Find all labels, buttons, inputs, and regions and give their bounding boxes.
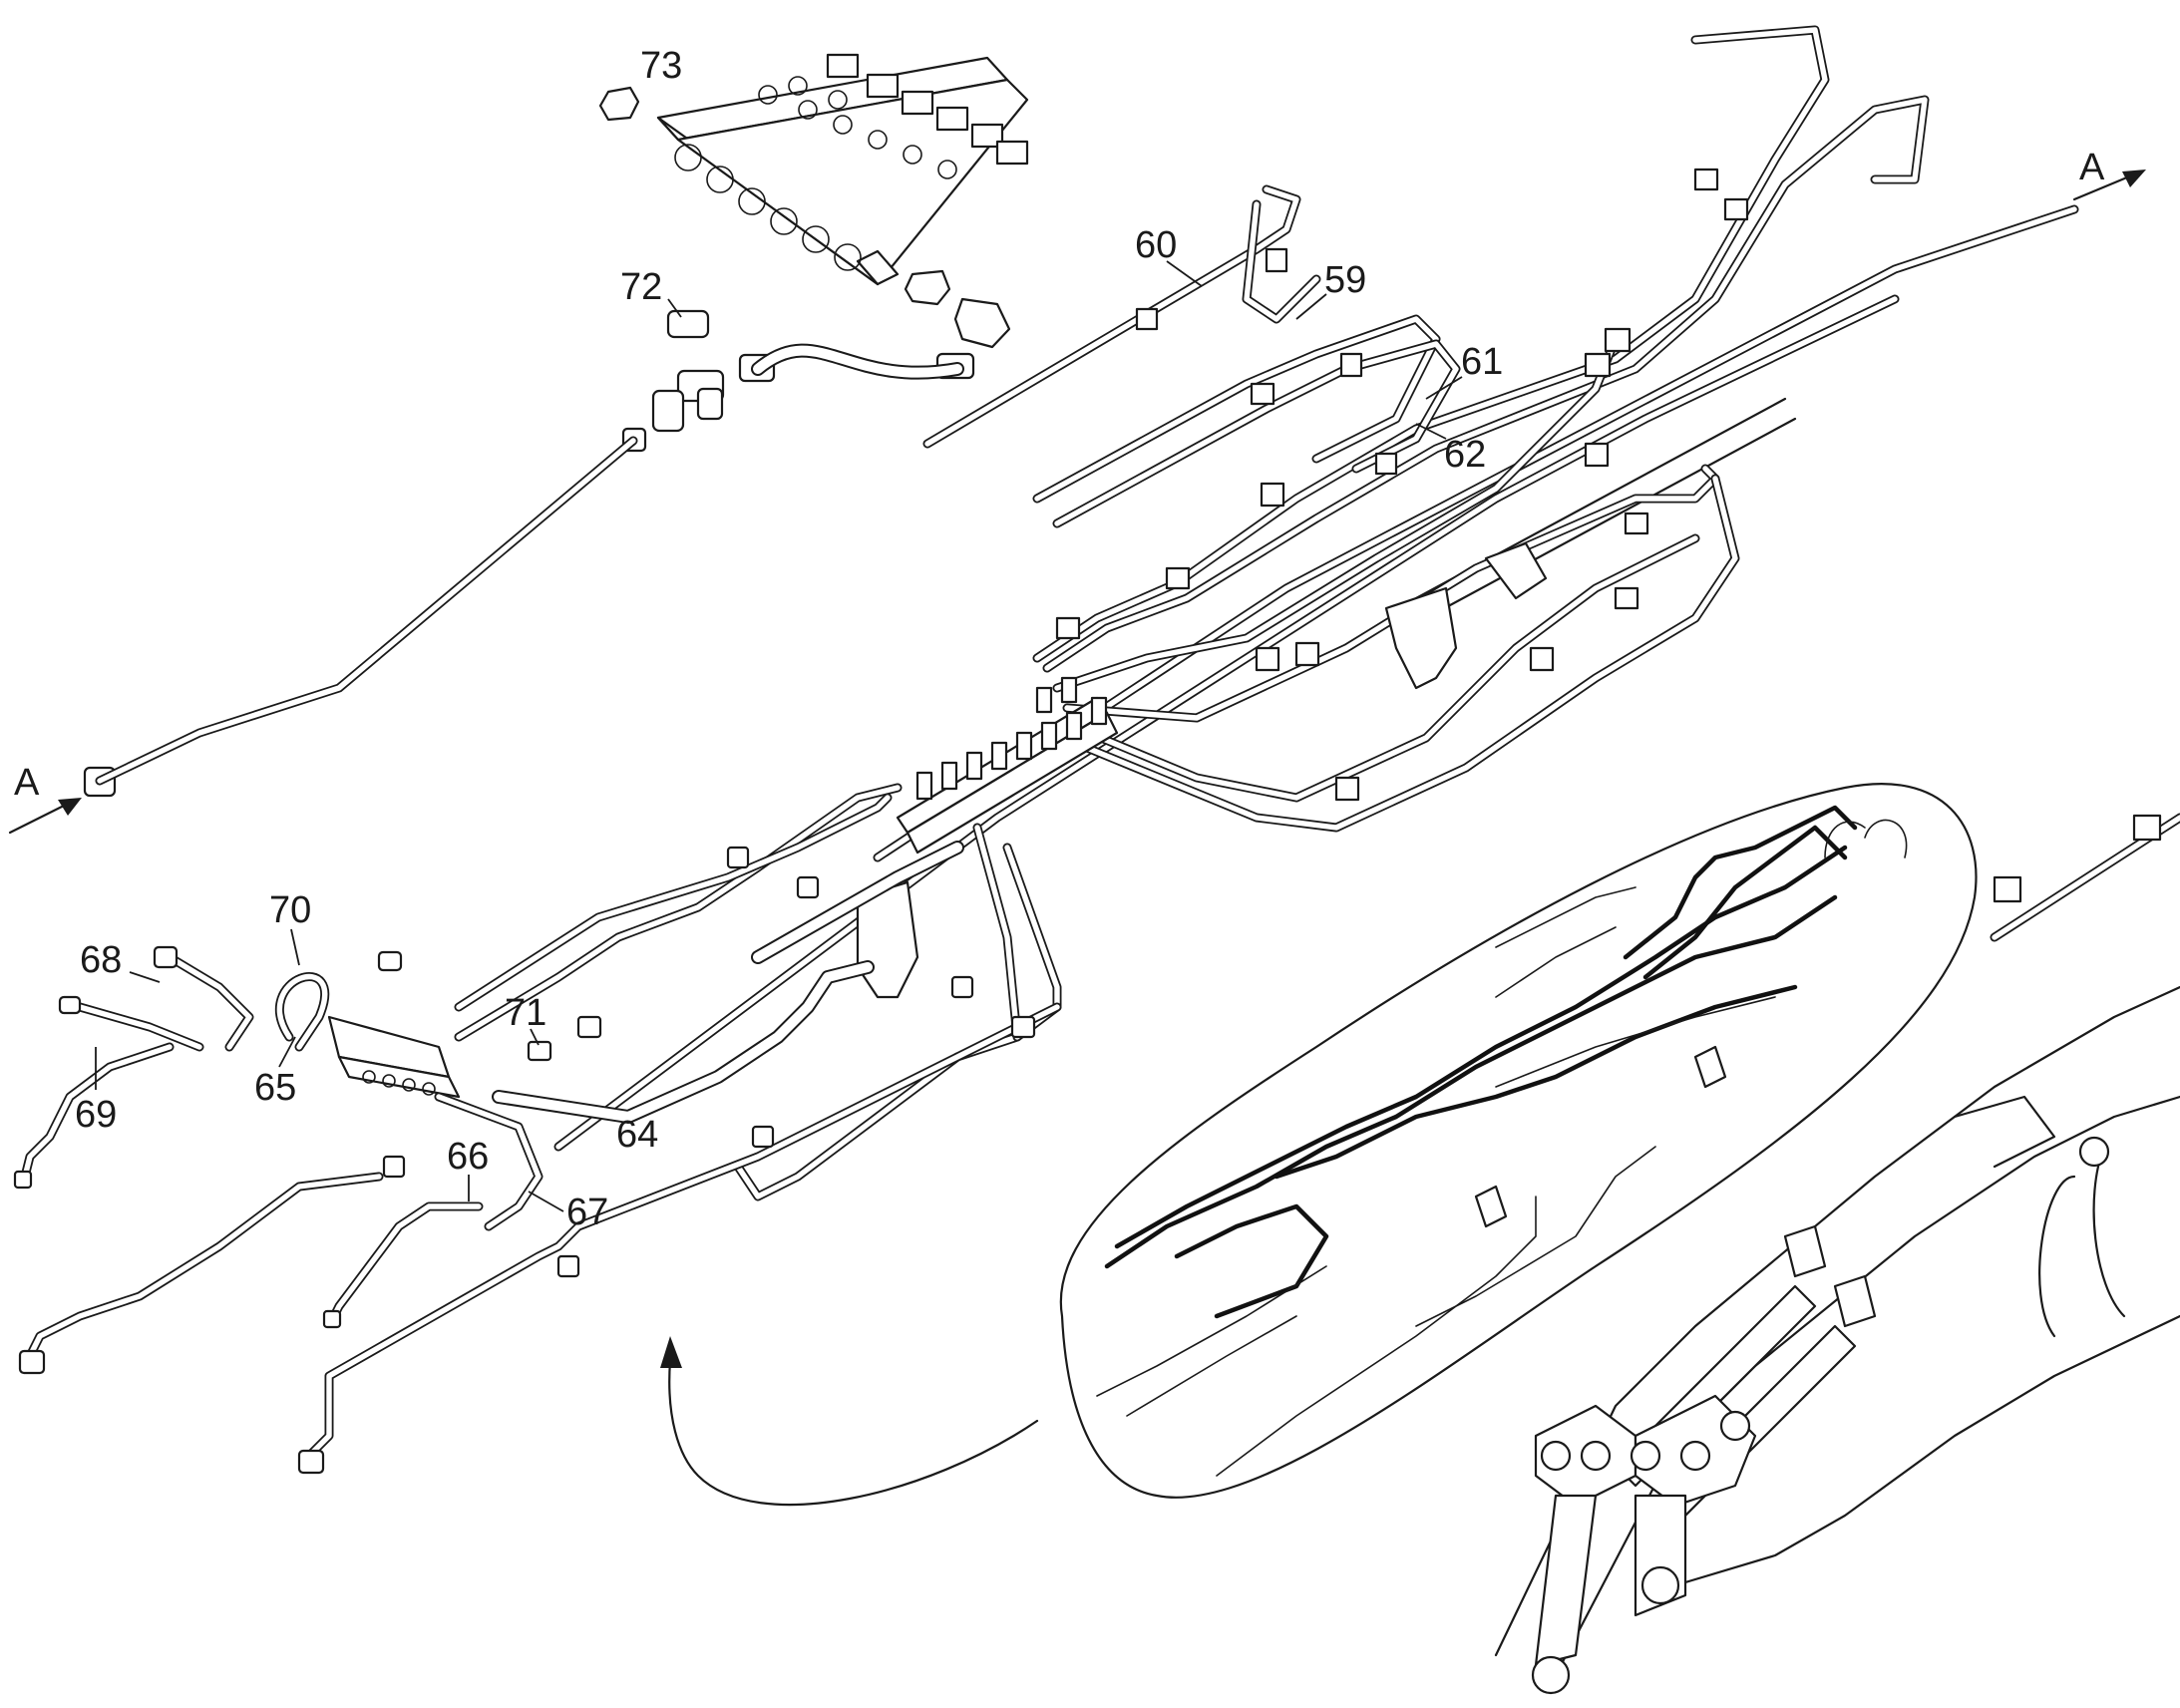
left-end-manifold xyxy=(13,846,1036,1475)
section-arrow-right xyxy=(2072,170,2146,201)
part-label-62: 62 xyxy=(1415,423,1486,476)
part-label-64: 64 xyxy=(616,1114,658,1156)
svg-text:A: A xyxy=(2079,147,2105,188)
valve-block xyxy=(598,53,1029,349)
section-arrow-left xyxy=(8,798,82,835)
svg-text:60: 60 xyxy=(1135,224,1177,266)
long-hydraulic-line xyxy=(95,436,638,786)
svg-text:70: 70 xyxy=(269,889,311,931)
svg-text:71: 71 xyxy=(505,992,546,1034)
part-label-73: 73 xyxy=(640,45,682,87)
svg-text:64: 64 xyxy=(616,1114,658,1156)
section-label-right: A xyxy=(2079,147,2105,188)
part-label-68: 68 xyxy=(80,939,161,983)
excavator-boom xyxy=(1494,813,2180,1695)
part-label-69: 69 xyxy=(75,1047,117,1136)
loose-hose-segment xyxy=(751,343,964,380)
svg-text:69: 69 xyxy=(75,1094,117,1136)
transition-arrow xyxy=(660,1336,1039,1507)
section-label-left: A xyxy=(14,762,40,804)
svg-text:65: 65 xyxy=(254,1067,296,1109)
part-label-61: 61 xyxy=(1425,341,1503,400)
part-label-72: 72 xyxy=(620,266,682,318)
boom-bracket xyxy=(856,541,1548,999)
part-label-59: 59 xyxy=(1295,259,1366,320)
svg-text:73: 73 xyxy=(640,45,682,87)
part-label-67: 67 xyxy=(528,1191,608,1233)
svg-text:A: A xyxy=(14,762,40,804)
svg-text:68: 68 xyxy=(80,939,122,981)
svg-text:67: 67 xyxy=(566,1192,608,1233)
svg-text:61: 61 xyxy=(1461,341,1503,383)
part-label-70: 71 xyxy=(505,992,546,1046)
part-label-60: 60 xyxy=(1135,224,1203,287)
part-label-65: 65 xyxy=(254,1036,296,1109)
svg-text:62: 62 xyxy=(1444,434,1486,476)
svg-text:66: 66 xyxy=(447,1136,489,1178)
line-clamps xyxy=(1055,168,1749,802)
part-label-66: 66 xyxy=(447,1136,489,1201)
svg-text:72: 72 xyxy=(620,266,662,308)
central-manifold xyxy=(896,676,1119,854)
svg-text:59: 59 xyxy=(1324,259,1366,301)
upper-line-bundle xyxy=(1032,25,1930,833)
overview-detail-view xyxy=(1059,783,1978,1499)
lower-hose-assembly xyxy=(25,783,1062,1461)
part-label-71: 70 xyxy=(269,889,311,966)
